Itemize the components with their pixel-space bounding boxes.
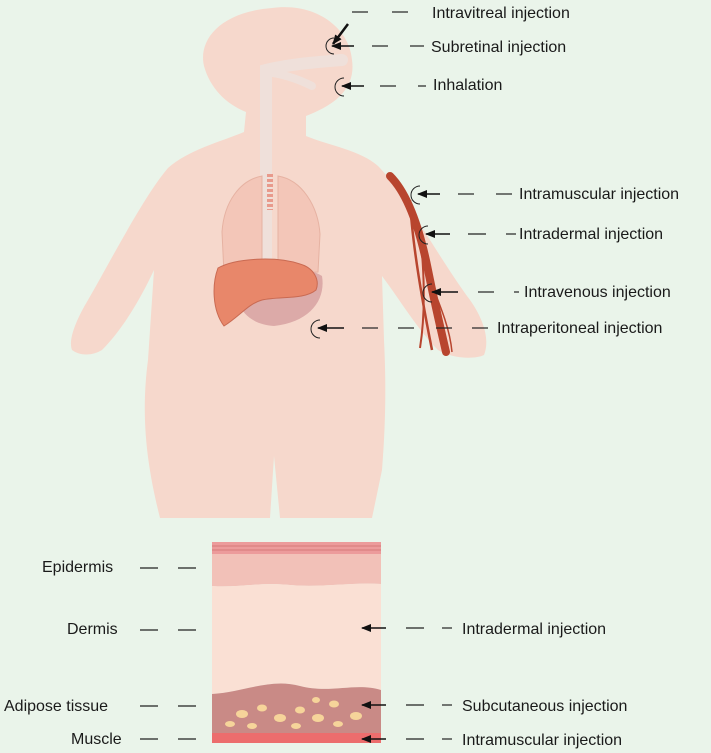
right-lung [277, 175, 321, 275]
dermis-layer [212, 583, 381, 694]
muscle-layer [212, 733, 381, 743]
label-dermis: Dermis [67, 621, 118, 638]
route-intramuscular-arm: Intramuscular injection [410, 185, 679, 205]
route-subretinal: Subretinal injection [325, 37, 566, 56]
label-intramuscular-injection-skin: Intramuscular injection [462, 732, 622, 749]
label-subcutaneous-injection: Subcutaneous injection [462, 698, 627, 715]
label-intravitreal-injection: Intravitreal injection [432, 5, 570, 22]
nasal-passage [262, 68, 316, 90]
label-subretinal-injection: Subretinal injection [431, 39, 566, 56]
skin-route-labels: Intradermal injection Subcutaneous injec… [361, 621, 627, 749]
label-muscle: Muscle [71, 731, 122, 748]
skin-layer-labels: Epidermis Dermis Adipose tissue Muscle [4, 559, 196, 748]
label-inhalation: Inhalation [433, 77, 502, 94]
label-intradermal-injection-skin: Intradermal injection [462, 621, 606, 638]
route-inhalation: Inhalation [334, 77, 502, 97]
label-intradermal-injection-body: Intradermal injection [519, 226, 663, 243]
label-epidermis: Epidermis [42, 559, 113, 576]
vein-branch-a [408, 199, 434, 351]
body-route-annotations: Intravitreal injection Subretinal inject… [310, 5, 679, 339]
skin-top-band [212, 542, 381, 554]
label-intramuscular-injection-body: Intramuscular injection [519, 186, 679, 203]
fat-cells [225, 697, 362, 729]
human-body [70, 7, 487, 519]
left-lung [221, 175, 263, 277]
liver [213, 258, 318, 327]
label-intraperitoneal-injection: Intraperitoneal injection [497, 320, 662, 337]
lungs [221, 174, 321, 277]
route-intraperitoneal: Intraperitoneal injection [310, 319, 662, 339]
vein-main [386, 172, 450, 356]
route-intravenous: Intravenous injection [422, 283, 671, 303]
route-intravitreal: Intravitreal injection [332, 5, 570, 45]
abdominal-organs [213, 258, 323, 327]
epidermis-layer [212, 554, 381, 587]
label-adipose-tissue: Adipose tissue [4, 698, 108, 715]
route-intradermal-arm: Intradermal injection [418, 225, 663, 245]
label-intravenous-injection: Intravenous injection [524, 284, 671, 301]
skin-cross-section [212, 542, 381, 743]
